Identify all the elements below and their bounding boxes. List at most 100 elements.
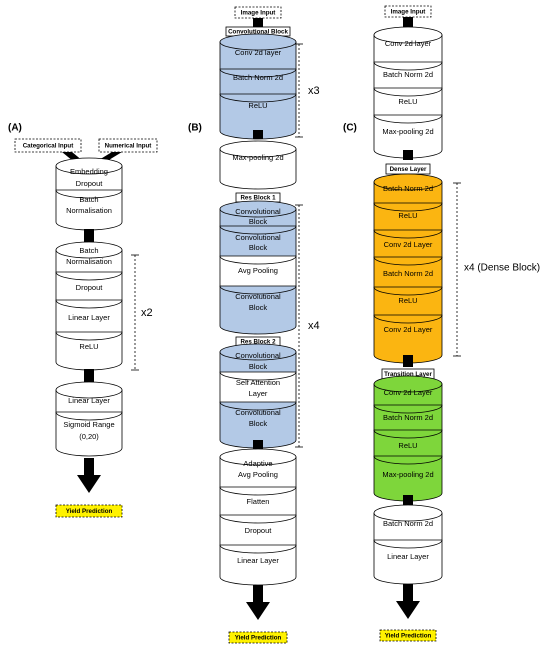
c-dense-stack-divider-5 — [373, 314, 443, 324]
b-res1-stack-divider-3 — [219, 285, 297, 295]
b-conv-stack-top-cap — [219, 33, 297, 51]
c-image-input-label: Image Input — [391, 9, 426, 16]
c-d-batchnorm1-text: Batch Norm 2d — [383, 184, 433, 193]
c-connector-1 — [403, 150, 413, 160]
c-image-input-box — [384, 5, 432, 18]
a-sigmoid-range-text: (0,20) — [79, 432, 99, 441]
c-f-linear-text: Linear Layer — [387, 552, 429, 561]
a-relu-text: ReLU — [79, 342, 98, 351]
b-yield-prediction-label: Yield Prediction — [235, 635, 282, 642]
a-normalisation-text: Normalisation — [66, 206, 112, 215]
b-res-block-2-label: Res Block 2 — [240, 339, 276, 346]
b-connector-2 — [253, 440, 263, 452]
a-dropout-text: Dropout — [76, 283, 104, 292]
c-head-stack-top-cap — [373, 504, 443, 522]
c-maxpool-text: Max-pooling 2d — [382, 127, 433, 136]
a-embedding-text: Embedding — [70, 167, 108, 176]
c-dense-stack-divider-1 — [373, 202, 443, 212]
c-transition-stack-top-cap — [373, 375, 443, 393]
a-sigmoid-text: Sigmoid Range — [63, 420, 114, 429]
b-res2-stack-divider-2 — [219, 401, 297, 411]
c-dense-stack-top-cap — [373, 173, 443, 191]
c-head-stack-divider-1 — [373, 539, 443, 549]
a-repeat-stack-top-cap — [55, 241, 123, 259]
numerical-input-box — [98, 138, 158, 153]
c-t-relu-text: ReLU — [398, 441, 417, 450]
c-head-stack-segment-1 — [373, 539, 443, 585]
b-head-stack-divider-3 — [219, 544, 297, 554]
categorical-input-box — [14, 138, 82, 153]
c-t-batchnorm-text: Batch Norm 2d — [383, 413, 433, 422]
b-batchnorm-text: Batch Norm 2d — [233, 73, 283, 82]
a-linear-text: Linear Layer — [68, 313, 110, 322]
b-res1-stack-segment-3 — [219, 285, 297, 335]
c-relu-text: ReLU — [398, 97, 417, 106]
a-embedding-stack-divider-1 — [55, 189, 123, 199]
b-relu-text: ReLU — [248, 101, 267, 110]
c-stem-stack-divider-3 — [373, 114, 443, 124]
b-res2-conv1-l2: Block — [249, 362, 268, 371]
a-output-stack-segment-1 — [55, 411, 123, 457]
c-dense-stack-divider-4 — [373, 286, 443, 296]
c-t-conv-text: Conv 2d Layer — [384, 388, 433, 397]
b-maxpool-text: Max-pooling 2d — [232, 153, 283, 162]
c-repeat-label: x4 (Dense Block) — [464, 263, 540, 274]
b-repeat-top-label: x3 — [308, 85, 320, 97]
a-output-arrow — [77, 458, 101, 493]
a-yield-prediction-label: Yield Prediction — [66, 508, 113, 515]
b-maxpool-stack-top-cap — [219, 140, 297, 158]
b-yield-prediction-box — [228, 631, 288, 644]
a-connector-1 — [84, 229, 94, 243]
b-repeat-mid-label: x4 — [308, 320, 320, 332]
panel-b-label: (B) — [188, 123, 202, 134]
b-res2-conv2-l1: Convolutional — [235, 408, 281, 417]
b-image-input-label: Image Input — [241, 10, 276, 17]
numerical-input-label: Numerical Input — [105, 143, 152, 150]
b-res1-conv1-l1: Convolutional — [235, 207, 281, 216]
c-stem-stack-divider-2 — [373, 87, 443, 97]
b-res-block-1-label: Res Block 1 — [240, 195, 276, 202]
b-conv-stack-divider-1 — [219, 68, 297, 78]
b-res1-stack-divider-1 — [219, 225, 297, 235]
c-t-maxpool-text: Max-pooling 2d — [382, 470, 433, 479]
b-res2-conv1-l1: Convolutional — [235, 351, 281, 360]
b-conv-stack-divider-2 — [219, 93, 297, 103]
panel-a-label: (A) — [8, 123, 22, 134]
c-transition-stack-divider-3 — [373, 455, 443, 465]
a-linear2-text: Linear Layer — [68, 396, 110, 405]
a-batch2-text: Batch — [79, 246, 98, 255]
c-d-relu1-text: ReLU — [398, 211, 417, 220]
b-head-stack-top-cap — [219, 448, 297, 466]
b-res1-conv2-l2: Block — [249, 243, 268, 252]
c-batchnorm-text: Batch Norm 2d — [383, 70, 433, 79]
c-output-arrow — [396, 584, 420, 619]
c-stem-stack-divider-1 — [373, 61, 443, 71]
c-yield-prediction-label: Yield Prediction — [385, 633, 432, 640]
b-res1-stack-divider-2 — [219, 255, 297, 265]
c-d-conv2-text: Conv 2d Layer — [384, 325, 433, 334]
c-transition-stack-divider-2 — [373, 429, 443, 439]
c-dense-stack-divider-2 — [373, 229, 443, 239]
c-connector-3 — [403, 495, 413, 509]
b-res1-stack-top-cap — [219, 200, 297, 218]
b-maxpool-stack-segment-0 — [219, 148, 297, 190]
b-image-input-box — [234, 6, 282, 19]
a-repeat-stack-divider-1 — [55, 271, 123, 281]
b-res1-conv1-l2: Block — [249, 217, 268, 226]
b-res2-stack-divider-1 — [219, 371, 297, 381]
b-adaptive-l1: Adaptive — [243, 459, 272, 468]
b-dropout-text: Dropout — [245, 526, 273, 535]
c-connector-input — [403, 17, 413, 29]
a-repeat-stack-divider-3 — [55, 331, 123, 341]
b-res1-conv3-l2: Block — [249, 303, 268, 312]
a-connector-2 — [84, 369, 94, 383]
b-flatten-text: Flatten — [247, 497, 270, 506]
b-connector-1 — [253, 130, 263, 139]
panel-c-label: (C) — [343, 123, 357, 134]
a-batch-text: Batch — [79, 195, 98, 204]
b-adaptive-l2: Avg Pooling — [238, 470, 278, 479]
b-res2-conv2-l2: Block — [249, 419, 268, 428]
b-conv-block-header-label: Convolutional Block — [228, 29, 288, 36]
c-dense-layer-label: Dense Layer — [390, 166, 427, 173]
a-normalisation2-text: Normalisation — [66, 257, 112, 266]
